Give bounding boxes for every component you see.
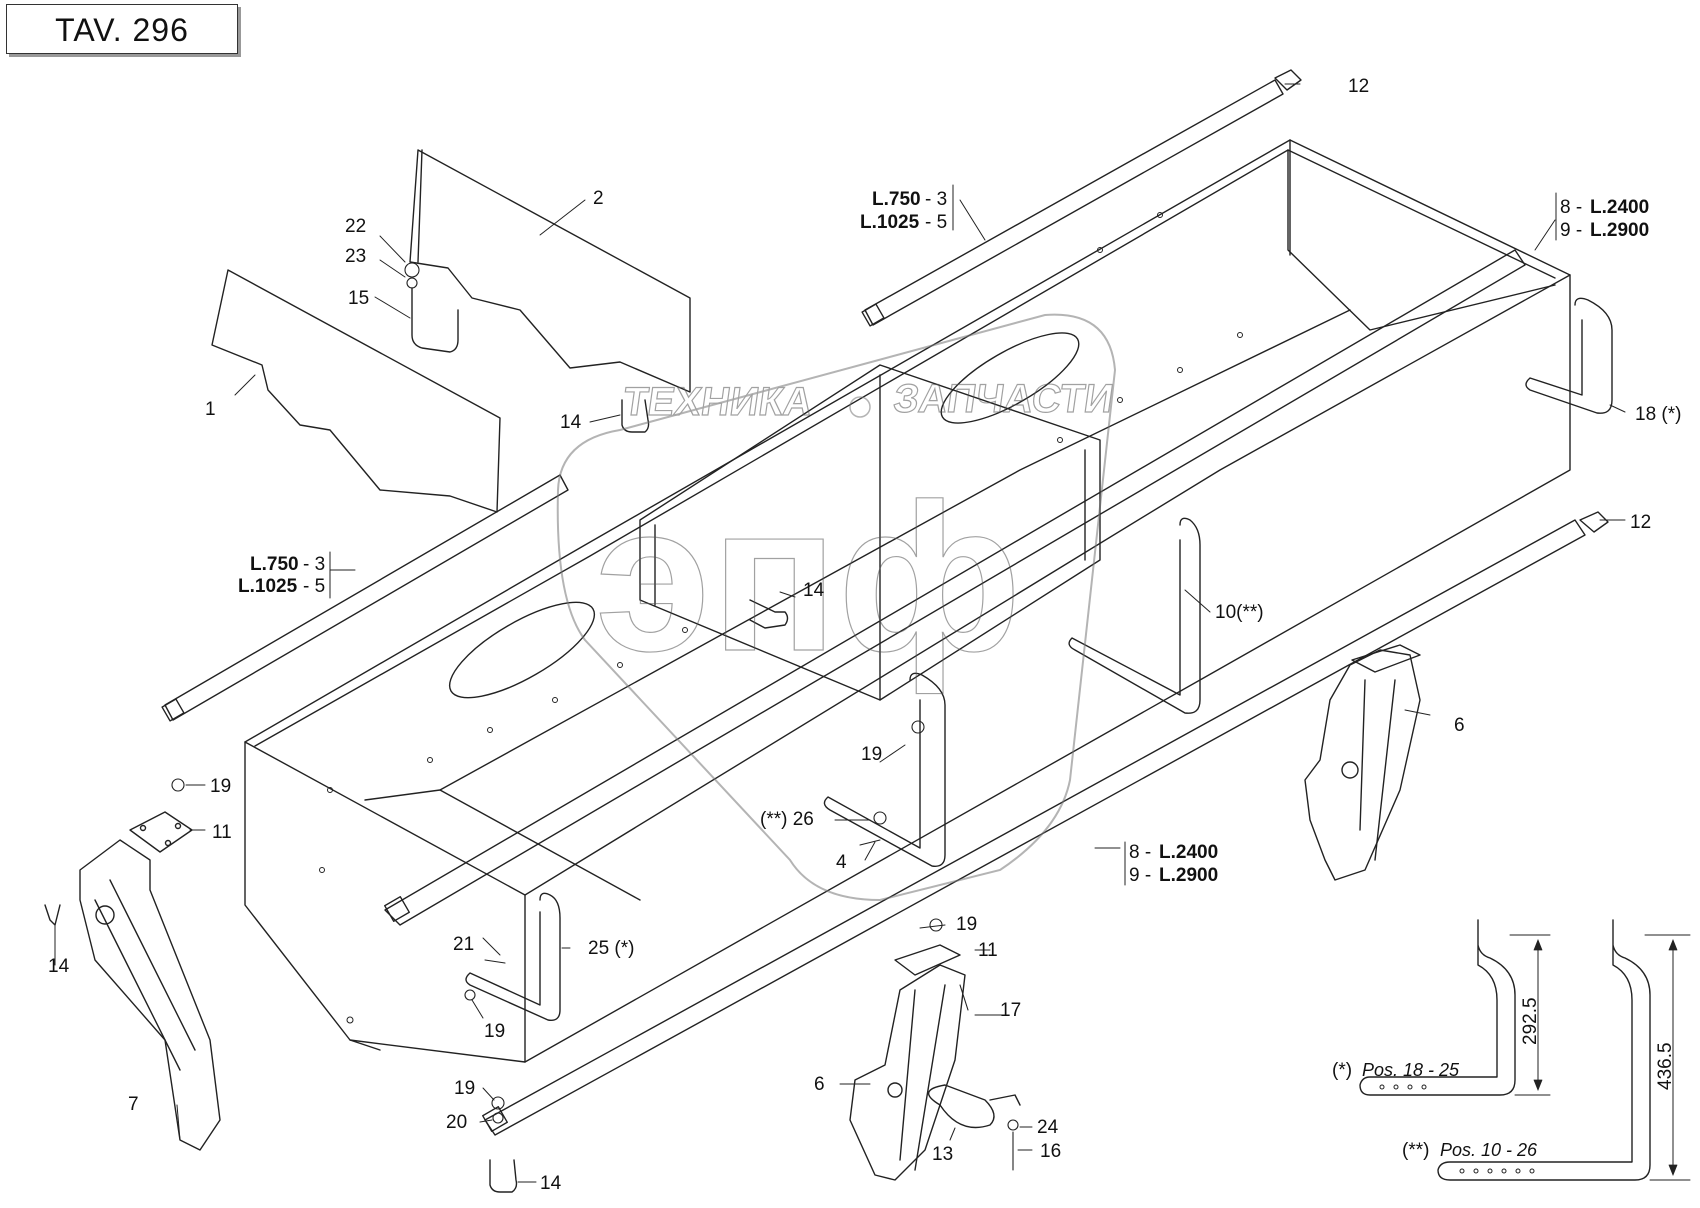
inset2-dimension: 436.5	[1655, 1042, 1676, 1090]
u-bolt-14-top	[621, 399, 650, 433]
page-title: TAV. 296	[6, 4, 238, 54]
short-bar-top	[861, 69, 1302, 327]
callout-19-center: 19	[861, 744, 882, 765]
inset1-note: (*)	[1332, 1060, 1352, 1081]
dimension-texts: (*) Pos. 18 - 25 292.5 (**) Pos. 10 - 26…	[1332, 997, 1676, 1161]
callout-17: 17	[1000, 1000, 1021, 1021]
hopper-box	[244, 139, 1571, 1063]
long-bar-upper	[384, 249, 1526, 926]
plate-11-left	[129, 811, 193, 853]
callout-18: 18 (*)	[1635, 404, 1681, 425]
callout-24: 24	[1037, 1117, 1059, 1138]
callout-21: 21	[453, 934, 474, 955]
hook-25	[465, 892, 561, 1021]
callout-19-bottom: 19	[956, 914, 977, 935]
callout-13: 13	[932, 1144, 953, 1165]
left-length-b-pos: - 5	[303, 576, 325, 597]
gear-icon	[849, 396, 871, 418]
side-panel-1	[211, 269, 501, 513]
inset2-note: (**)	[1402, 1140, 1429, 1161]
callout-20: 20	[446, 1112, 467, 1133]
leader-lines	[54, 83, 1626, 1183]
callout-25: 25 (*)	[588, 938, 634, 959]
length-labels: L.750 - 3 L.1025 - 5 L.750 - 3 L.1025 - …	[238, 189, 1649, 886]
bm-length-a-pos: 8 -	[1129, 842, 1151, 863]
bracket-7	[79, 839, 221, 1151]
callout-19-box: 19	[484, 1021, 505, 1042]
inset2-positions: Pos. 10 - 26	[1440, 1140, 1538, 1160]
side-panel-2	[409, 149, 691, 393]
callout-19-left: 19	[210, 776, 231, 797]
bm-length-a: L.2400	[1159, 842, 1218, 863]
left-length-a: L.750	[250, 554, 299, 575]
watermark-right-word: ЗАПЧАСТИ	[891, 376, 1116, 421]
callout-4: 4	[836, 852, 847, 873]
top-length-a: L.750	[872, 189, 921, 210]
short-bar-left	[161, 474, 569, 722]
long-bar-lower	[482, 511, 1609, 1136]
callout-11-left: 11	[212, 822, 232, 843]
tr-length-b-pos: 9 -	[1560, 220, 1582, 241]
left-length-a-pos: - 3	[303, 554, 325, 575]
top-length-a-pos: - 3	[925, 189, 947, 210]
callout-6-right: 6	[1454, 715, 1465, 736]
u-bolt-14-center	[749, 599, 789, 629]
u-bolt-14-left	[44, 904, 61, 926]
left-length-b: L.1025	[238, 576, 298, 597]
callout-14-bottom: 14	[540, 1173, 562, 1194]
callout-labels: 1 2 4 6 6 7 10(**) 11 11 12 12 13 14 14 …	[48, 76, 1681, 1194]
bracket-6-right	[1304, 644, 1421, 881]
watermark-left-word: ТЕХНИКА	[620, 379, 815, 424]
callout-2: 2	[593, 188, 604, 209]
inset1-dimension: 292.5	[1520, 997, 1541, 1045]
bm-length-b: L.2900	[1159, 865, 1218, 886]
tr-length-a-pos: 8 -	[1560, 197, 1582, 218]
top-length-b-pos: - 5	[925, 212, 947, 233]
bm-length-b-pos: 9 -	[1129, 865, 1151, 886]
callout-12-top: 12	[1348, 76, 1369, 97]
u-bolt-13	[928, 1084, 1021, 1129]
callout-14-left: 14	[48, 956, 70, 977]
watermark-logo-letters: эпф	[595, 460, 1022, 695]
hook-10	[1068, 517, 1201, 714]
fasteners	[171, 262, 1019, 1171]
tr-length-b: L.2900	[1590, 220, 1649, 241]
watermark-logo: ТЕХНИКА ЗАПЧАСТИ эпф	[556, 313, 1117, 902]
callout-11-bottom: 11	[978, 940, 998, 961]
hook-26	[823, 672, 946, 867]
callout-6-bottom: 6	[814, 1074, 825, 1095]
callout-1: 1	[205, 399, 216, 420]
tr-length-a: L.2400	[1590, 197, 1649, 218]
top-length-b: L.1025	[860, 212, 920, 233]
callout-10: 10(**)	[1215, 602, 1264, 623]
u-bolt-14-bottom	[489, 1159, 518, 1193]
callout-26: (**) 26	[760, 809, 814, 830]
inset1-positions: Pos. 18 - 25	[1362, 1060, 1460, 1080]
callout-7: 7	[128, 1094, 139, 1115]
dimension-inset-2	[1437, 919, 1691, 1181]
dimension-inset-1	[1359, 919, 1551, 1096]
bracket-6-bottom	[849, 944, 966, 1181]
callout-14-center: 14	[803, 580, 825, 601]
callout-12-right: 12	[1630, 512, 1651, 533]
callout-23: 23	[345, 246, 366, 267]
hook-18	[1525, 297, 1613, 414]
callout-22: 22	[345, 216, 366, 237]
u-bolt-15	[411, 287, 459, 353]
callout-16: 16	[1040, 1141, 1061, 1162]
callout-15: 15	[348, 288, 369, 309]
callout-14-top: 14	[560, 412, 582, 433]
callout-19-bar: 19	[454, 1078, 475, 1099]
